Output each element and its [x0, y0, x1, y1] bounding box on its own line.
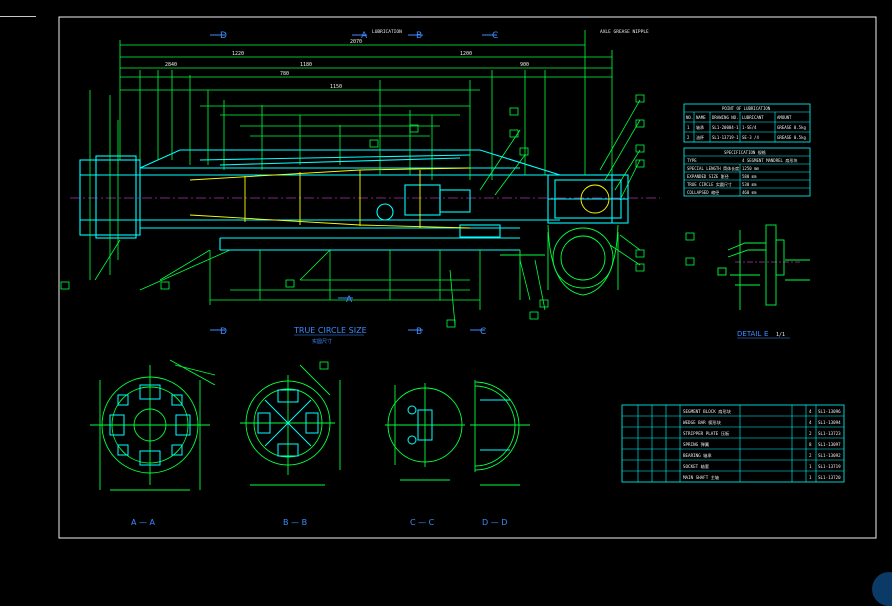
spec-r1-val: 4 SEGMENT MANDREL 扇形块	[742, 157, 797, 163]
lub-r2-amount: GREASE 0.5kg	[777, 135, 806, 140]
detail-e-view: DETAIL E 1/1	[717, 224, 810, 339]
section-mark-c-top: C	[492, 31, 498, 41]
spec-r1-key: TYPE	[687, 158, 697, 163]
bom-r7-qty: 1	[809, 475, 812, 480]
true-circle-size-title: TRUE CIRCLE SIZE	[293, 326, 367, 335]
bom-r1-qty: 4	[809, 409, 812, 414]
section-b-b-label: B — B	[283, 518, 307, 527]
callout-axle-grease: AXLE GREASE NIPPLE	[600, 29, 649, 35]
bom-r4-no: SL1-13097	[818, 442, 841, 447]
lub-h-lubricant: LUBRICANT	[742, 115, 764, 120]
lubrication-table-title: POINT OF LUBRICATION	[722, 106, 771, 111]
section-d-d-view: D — D	[470, 380, 530, 527]
bom-r2-qty: 4	[809, 420, 812, 425]
lub-h-no: NO.	[686, 115, 693, 120]
detail-title: DETAIL	[737, 330, 761, 338]
specification-table: SPECIFICATION 规格 TYPE 4 SEGMENT MANDREL …	[683, 147, 811, 197]
true-circle-size-subtitle: 实圆尺寸	[312, 338, 332, 345]
mandrel-assembly-view: D A B C D A B C 2070 1220 1200 1180 900 …	[60, 29, 695, 345]
spec-r3-key: EXPANDED SIZE 胀径	[687, 173, 729, 179]
section-mark-c-bottom: C	[480, 327, 486, 337]
lub-h-name: NAME	[696, 115, 706, 120]
spec-table-title: SPECIFICATION 规格	[724, 149, 766, 155]
dim-4: 1150	[330, 84, 342, 90]
bom-r4-name: SPRING 弹簧	[683, 441, 709, 448]
bom-r5-qty: 2	[809, 453, 812, 458]
lub-h-drawing: DRAWING NO.	[712, 115, 739, 120]
section-d-d-label: D — D	[482, 518, 507, 527]
spec-r2-key: SPECIAL LENGTH 筒体长度	[687, 165, 739, 171]
bom-r2-no: SL1-13094	[818, 420, 841, 425]
lub-r1-lubricant: 1-SE/4	[742, 125, 757, 130]
dim-1: 1180	[300, 62, 312, 68]
lub-r2-name: 油杯	[696, 134, 704, 140]
bill-of-materials: SEGMENT BLOCK 扇形块 4 SL1-13096 WEDGE BAR …	[621, 404, 845, 483]
lub-h-amount: AMOUNT	[777, 115, 792, 120]
lub-r1-name: 轴承	[696, 124, 704, 130]
drawing-frame	[58, 16, 877, 539]
bom-r1-name: SEGMENT BLOCK 扇形块	[683, 408, 732, 415]
bom-r5-no: SL1-13092	[818, 453, 841, 458]
spec-r2-val: 1250 mm	[742, 166, 759, 171]
lub-r1-amount: GREASE 0.5kg	[777, 125, 806, 130]
bom-r7-name: MAIN SHAFT 主轴	[683, 474, 719, 481]
section-mark-b-bottom: B	[416, 327, 422, 337]
spec-r3-val: 580 mm	[742, 174, 757, 179]
section-b-b-view: B — B	[240, 361, 341, 527]
lub-r1-no: 1	[687, 125, 690, 130]
callout-lubrication: LUBRICATION	[372, 29, 402, 35]
section-a-a-label: A — A	[131, 518, 156, 527]
detail-letter: E	[764, 330, 768, 338]
top-edge-line	[0, 16, 36, 17]
dim-2: 900	[520, 62, 529, 68]
section-c-c-view: C — C	[385, 383, 465, 527]
dim-right: 1200	[460, 51, 472, 57]
bom-r6-name: SOCKET 轴套	[683, 463, 710, 470]
bom-r1-no: SL1-13096	[818, 409, 841, 414]
bom-r7-no: SL1-13720	[818, 475, 841, 480]
section-a-a-view: A — A	[90, 359, 216, 527]
app-corner-icon[interactable]	[872, 572, 892, 606]
cad-drawing-sheet: D A B C D A B C 2070 1220 1200 1180 900 …	[58, 16, 877, 539]
dim-5: 2840	[165, 62, 177, 68]
dim-left: 1220	[232, 51, 244, 57]
bom-r3-qty: 2	[809, 431, 812, 436]
bom-r6-no: SL1-13719	[818, 464, 841, 469]
lub-r2-drawing: SL1-13719-1	[712, 135, 739, 140]
bom-r5-name: BEARING 轴承	[683, 452, 712, 459]
dim-3: 780	[280, 71, 289, 77]
section-mark-d-top: D	[220, 31, 227, 41]
spec-r5-val: 460 mm	[742, 190, 757, 195]
lub-r1-drawing: SL1-20084-1	[712, 125, 739, 130]
dim-overall: 2070	[350, 39, 362, 45]
bom-r2-name: WEDGE BAR 楔形块	[683, 419, 722, 426]
lub-r2-lubricant: SE-3 /4	[742, 135, 759, 140]
section-mark-a-top: A	[361, 31, 368, 41]
bom-r3-name: STRIPPER PLATE 压板	[683, 430, 730, 437]
section-mark-a-bottom: A	[346, 295, 353, 305]
lub-r2-no: 2	[687, 135, 690, 140]
bom-r6-qty: 1	[809, 464, 812, 469]
section-c-c-label: C — C	[410, 518, 435, 527]
section-mark-b-top: B	[416, 31, 422, 41]
spec-r4-val: 530 mm	[742, 182, 757, 187]
spec-r5-key: COLLAPSED 缩径	[687, 189, 719, 195]
spec-r4-key: TRUE CIRCLE 实圆尺寸	[687, 181, 732, 187]
lubrication-table: POINT OF LUBRICATION NO. NAME DRAWING NO…	[683, 103, 811, 143]
detail-scale: 1/1	[776, 332, 785, 338]
bom-r4-qty: 8	[809, 442, 812, 447]
bom-r3-no: SL1-13723	[818, 431, 841, 436]
section-mark-d-bottom: D	[220, 327, 227, 337]
